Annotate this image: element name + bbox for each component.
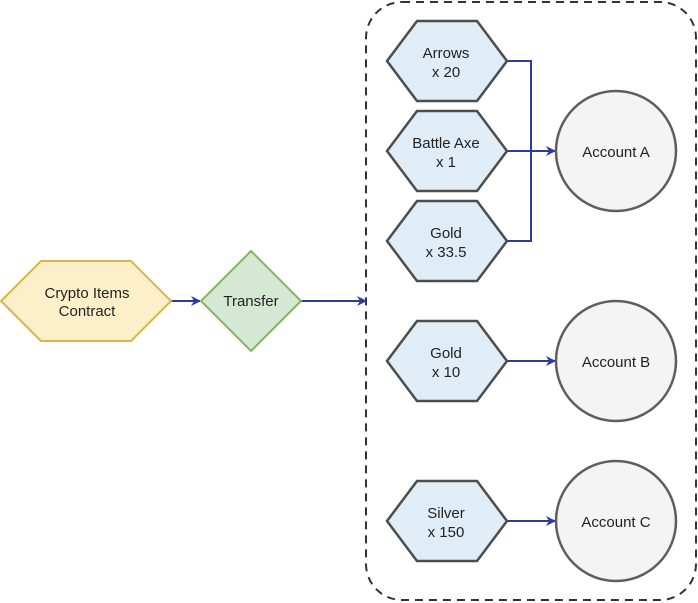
item-label-name: Silver xyxy=(427,505,465,522)
contract-node[interactable]: Crypto Items Contract xyxy=(0,260,173,342)
item-label-qty: x 10 xyxy=(432,364,460,381)
transfer-label: Transfer xyxy=(223,293,278,310)
account-shape xyxy=(554,89,678,213)
item-label-name: Gold xyxy=(430,345,462,362)
item-label-qty: x 33.5 xyxy=(426,244,467,261)
item-label-qty: x 1 xyxy=(436,154,456,171)
item-label-qty: x 150 xyxy=(428,524,465,541)
account-shape xyxy=(554,299,678,423)
item-shape xyxy=(385,479,509,563)
account-label: Account C xyxy=(581,514,650,531)
account-label: Account A xyxy=(582,144,650,161)
account-label: Account B xyxy=(582,354,650,371)
item-label-name: Gold xyxy=(430,225,462,242)
contract-label-line2: Contract xyxy=(59,303,117,320)
contract-label-line1: Crypto Items xyxy=(44,285,129,302)
edge-gold-to-account-a xyxy=(507,151,532,242)
item-node-gold-33-5[interactable]: Gold x 33.5 xyxy=(385,199,509,283)
item-shape xyxy=(385,319,509,403)
item-node-silver[interactable]: Silver x 150 xyxy=(385,479,509,563)
account-node-c[interactable]: Account C xyxy=(554,459,678,583)
account-shape xyxy=(554,459,678,583)
item-label-name: Battle Axe xyxy=(412,135,480,152)
item-node-battle-axe[interactable]: Battle Axe x 1 xyxy=(385,109,509,193)
contract-shape xyxy=(0,260,173,342)
item-node-gold-10[interactable]: Gold x 10 xyxy=(385,319,509,403)
item-label-qty: x 20 xyxy=(432,64,460,81)
item-shape xyxy=(385,199,509,283)
item-shape xyxy=(385,109,509,193)
account-node-a[interactable]: Account A xyxy=(554,89,678,213)
edge-arrows-to-account-a xyxy=(507,60,532,151)
item-node-arrows[interactable]: Arrows x 20 xyxy=(385,19,509,103)
item-label-name: Arrows xyxy=(423,45,470,62)
item-shape xyxy=(385,19,509,103)
account-node-b[interactable]: Account B xyxy=(554,299,678,423)
transfer-node[interactable]: Transfer xyxy=(199,249,303,353)
transfer-shape xyxy=(199,249,303,353)
